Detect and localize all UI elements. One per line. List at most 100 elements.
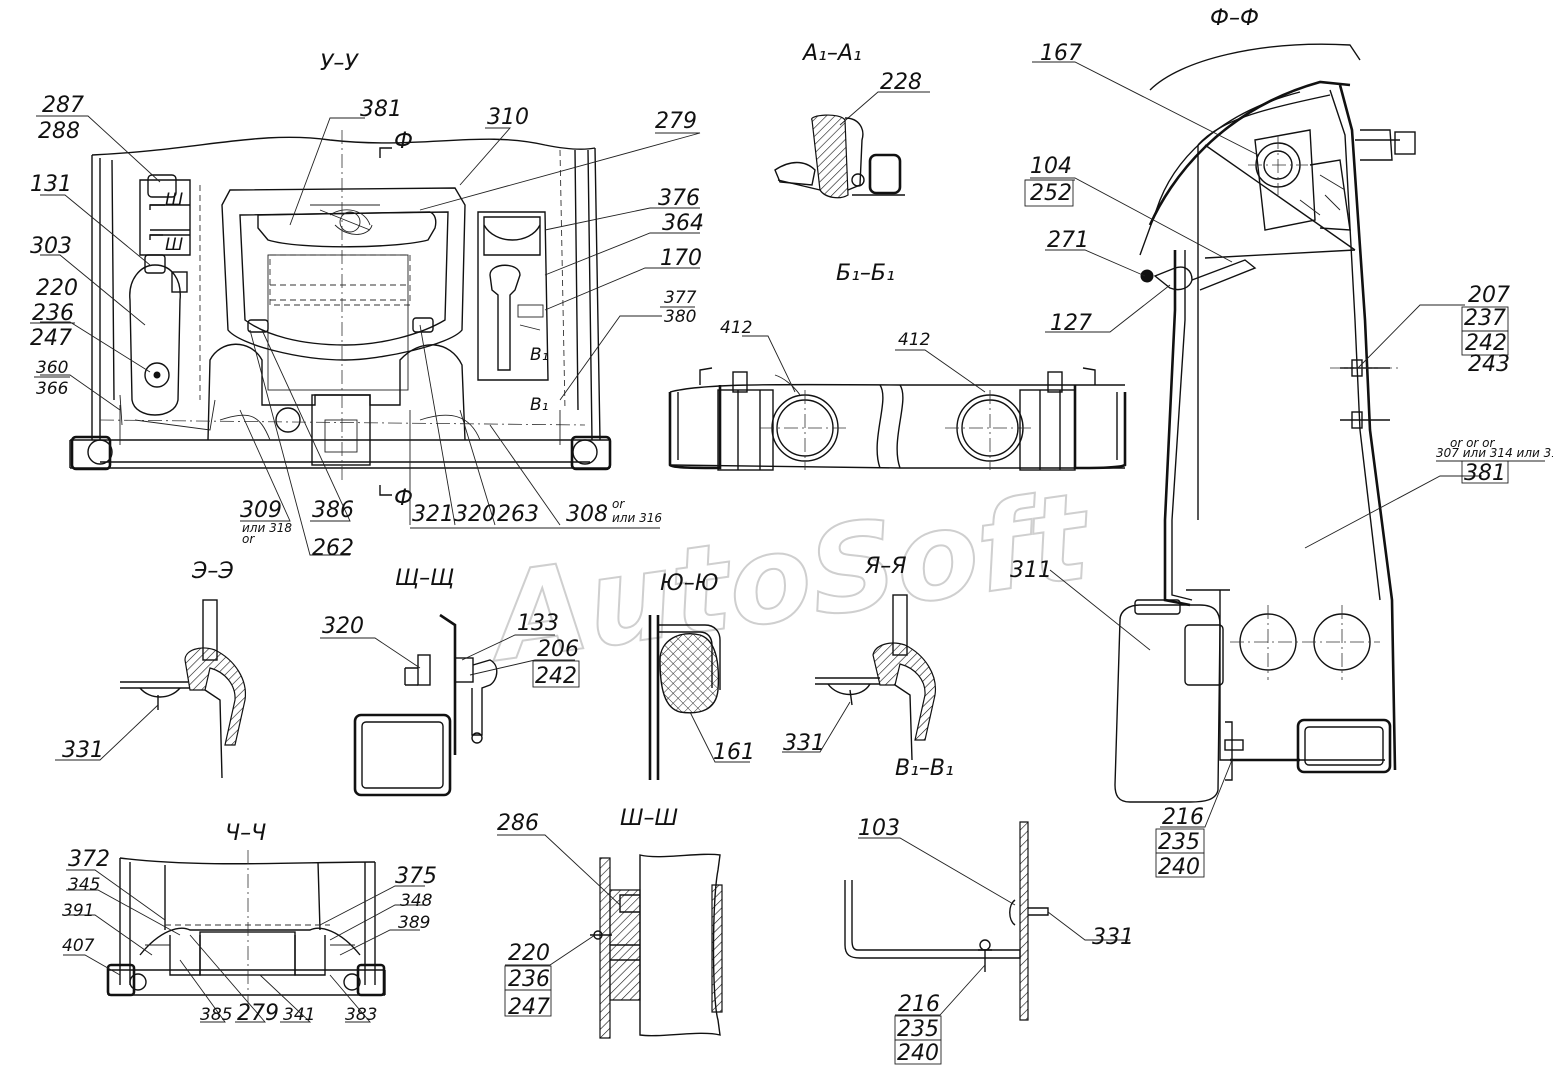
part-label-386: 386	[312, 498, 354, 523]
part-label-286: 286	[497, 811, 539, 836]
part-label-206: 206	[537, 637, 579, 662]
part-label-287: 287	[42, 93, 84, 118]
part-label-331v: 331	[1092, 925, 1134, 950]
part-label-348: 348	[400, 891, 433, 911]
part-label-216v: 216	[898, 992, 940, 1017]
part-label-331y: 331	[783, 731, 825, 756]
marker-v1-bottom: В₁	[530, 395, 548, 415]
part-label-v1v1: В₁–В₁	[895, 756, 954, 781]
part-label-279c: 279	[237, 1001, 279, 1026]
view-yuyu: Ю–Ю 161	[648, 571, 755, 780]
part-label-308or: or	[612, 497, 625, 511]
part-label-303: 303	[30, 234, 72, 259]
part-label-216f: 216	[1162, 805, 1204, 830]
view-b1b1: Б₁–Б₁ 412 412	[668, 261, 1127, 471]
marker-f-top: Ф	[394, 129, 413, 154]
view-yaya: Я–Я 331	[782, 554, 937, 761]
part-label-235v: 235	[897, 1017, 939, 1042]
part-label-207: 207	[1468, 283, 1510, 308]
part-label-377: 377	[664, 288, 697, 308]
view-yy: У–У	[30, 51, 704, 561]
part-label-341: 341	[283, 1005, 315, 1025]
view-a1a1: А₁–А₁ 228	[774, 41, 930, 199]
part-label-131: 131	[30, 172, 72, 197]
part-label-380: 380	[664, 307, 696, 327]
part-label-ee: Э–Э	[191, 559, 234, 584]
view-v1v1: В₁–В₁ 103 331 216 235 240	[844, 756, 1134, 1066]
part-label-236: 236	[32, 301, 74, 326]
part-label-220: 220	[36, 276, 78, 301]
part-label-321: 321	[412, 502, 454, 527]
part-label-236s: 236	[508, 967, 550, 992]
part-label-b1b1: Б₁–Б₁	[836, 261, 895, 286]
view-shsh: Ш–Ш 286 220 236 247	[497, 806, 723, 1039]
part-label-127: 127	[1050, 311, 1092, 336]
part-label-228: 228	[880, 70, 922, 95]
part-label-391: 391	[62, 901, 94, 921]
part-label-311: 311	[1010, 558, 1052, 583]
part-label-383: 383	[345, 1005, 377, 1025]
marker-sh-2: Ш	[165, 235, 183, 255]
part-label-309or2: or	[242, 532, 255, 546]
part-label-389: 389	[398, 913, 430, 933]
part-label-yuyu: Ю–Ю	[660, 571, 719, 596]
part-label-412b: 412	[898, 330, 930, 350]
part-label-170: 170	[660, 246, 702, 271]
part-label-309: 309	[240, 498, 282, 523]
part-label-yaya: Я–Я	[864, 554, 907, 579]
view-ee: Э–Э 331	[55, 559, 247, 779]
part-label-243: 243	[1468, 352, 1510, 377]
part-label-240f: 240	[1158, 855, 1200, 880]
part-label-240v: 240	[897, 1041, 939, 1066]
part-label-242s: 242	[535, 664, 577, 689]
part-label-364: 364	[662, 211, 704, 236]
part-label-308or2: или 316	[612, 511, 662, 525]
part-label-104: 104	[1030, 154, 1072, 179]
part-label-309or: или 318	[242, 521, 292, 535]
part-label-271: 271	[1047, 228, 1089, 253]
part-label-chch: Ч–Ч	[225, 821, 266, 846]
marker-sh-1: Ш	[165, 190, 183, 210]
part-label-375: 375	[395, 864, 437, 889]
part-label-360: 360	[36, 358, 68, 378]
part-label-279: 279	[655, 109, 697, 134]
part-label-235f: 235	[1158, 830, 1200, 855]
part-label-310: 310	[487, 105, 529, 130]
part-label-shch: Щ–Щ	[395, 566, 454, 591]
part-label-shsh: Ш–Ш	[620, 806, 678, 831]
part-label-133: 133	[517, 611, 559, 636]
part-label-237: 237	[1464, 306, 1506, 331]
part-label-167: 167	[1040, 41, 1082, 66]
part-label-220s: 220	[508, 941, 550, 966]
part-label-376: 376	[658, 186, 700, 211]
part-label-263: 263	[497, 502, 539, 527]
part-label-366: 366	[36, 379, 69, 399]
part-label-308: 308	[566, 502, 608, 527]
part-label-a1a1: А₁–А₁	[801, 41, 862, 66]
section-title-yy: У–У	[320, 51, 359, 76]
view-ff: Ф–Ф	[1010, 6, 1553, 880]
marker-v1-top: В₁	[530, 345, 548, 365]
part-label-381f: 381	[1464, 461, 1506, 486]
marker-f-bottom: Ф	[394, 486, 413, 511]
part-label-242f: 242	[1465, 331, 1507, 356]
part-label-412a: 412	[720, 318, 752, 338]
part-label-385: 385	[200, 1005, 232, 1025]
part-label-407: 407	[62, 936, 95, 956]
part-label-372: 372	[68, 847, 110, 872]
part-label-331e: 331	[62, 738, 104, 763]
part-label-320s: 320	[322, 614, 364, 639]
part-label-288: 288	[38, 119, 80, 144]
part-label-345: 345	[68, 875, 100, 895]
part-label-ff: Ф–Ф	[1210, 6, 1259, 31]
part-label-320: 320	[454, 502, 496, 527]
part-label-307: 307 или 314 или 315 или 319	[1436, 446, 1553, 460]
part-label-307or: or or or	[1450, 436, 1496, 450]
view-shch: Щ–Щ 320 133 206 242	[320, 566, 580, 797]
part-label-247: 247	[30, 326, 72, 351]
part-label-103: 103	[858, 816, 900, 841]
part-label-262: 262	[312, 536, 354, 561]
part-label-252: 252	[1030, 181, 1072, 206]
view-chch: Ч–Ч 372 345 391 407 375 348 389 385	[62, 821, 437, 1026]
